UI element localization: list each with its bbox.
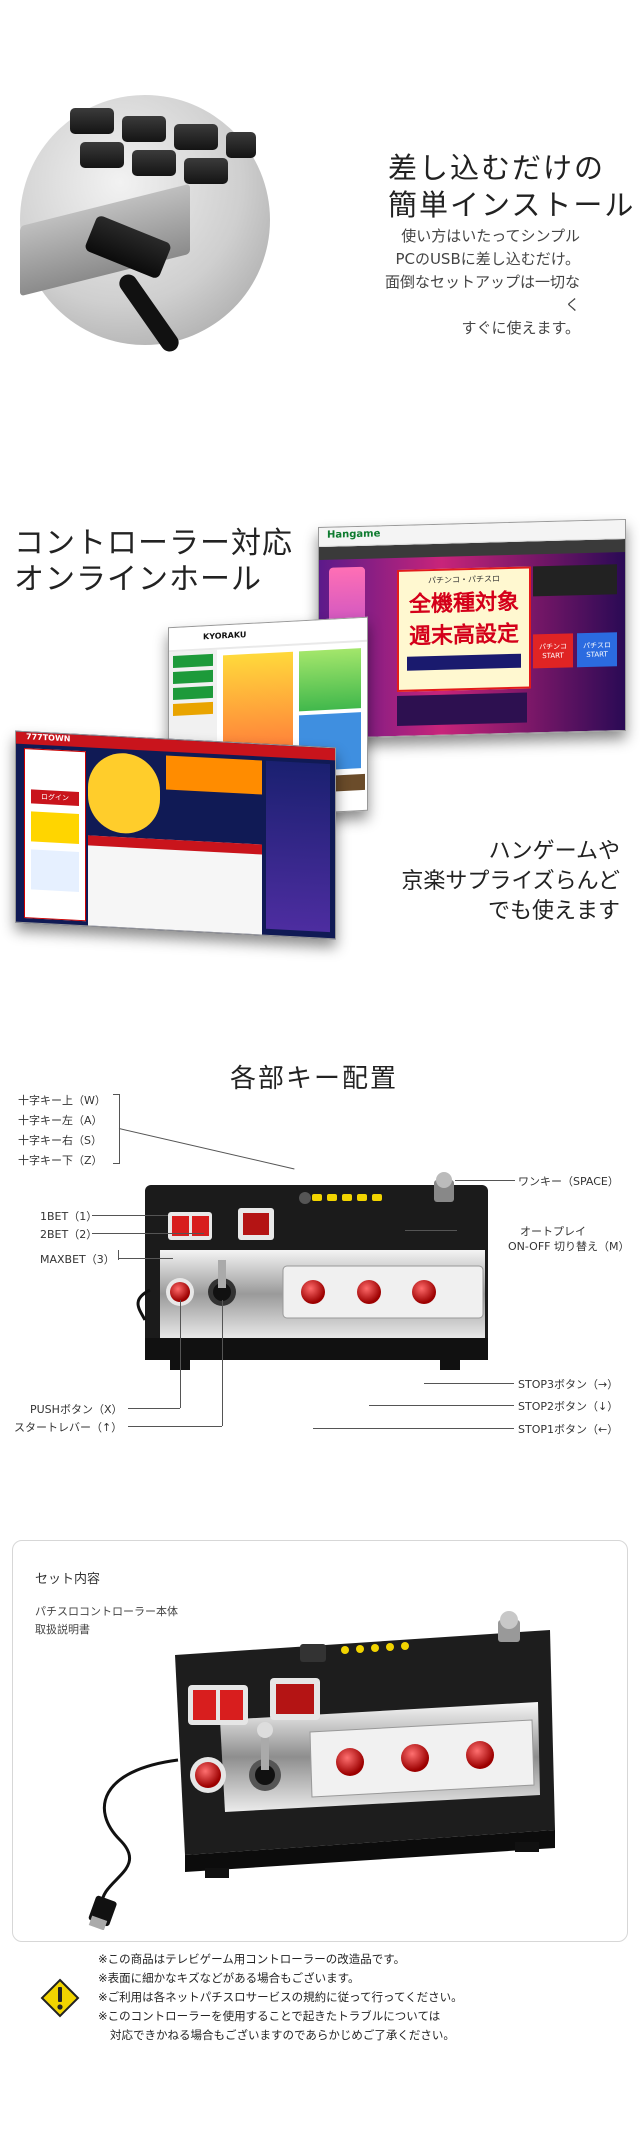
- leader-line: [128, 1426, 222, 1427]
- 777town-header: 777TOWN: [26, 732, 71, 744]
- wankey-label: ワンキー（SPACE）: [518, 1175, 619, 1188]
- install-title-line1: 差し込むだけの: [388, 151, 606, 185]
- keys-title: 各部キー配置: [230, 1064, 399, 1094]
- install-title: 差し込むだけの 簡単インストール: [388, 150, 635, 224]
- kyoraku-logo: KYORAKU: [203, 630, 247, 642]
- online-sub: ハンゲームや 京楽サプライズらんど でも使えます: [380, 837, 620, 927]
- leader-line: [118, 1258, 173, 1259]
- pachislot-start-label: パチスロ START: [583, 641, 611, 660]
- controller-photo: [88, 1611, 555, 1930]
- leader-line: [369, 1405, 514, 1406]
- keyboard-keys: [60, 108, 260, 188]
- cross-key-right-label: 十字キー右（S）: [18, 1134, 102, 1147]
- install-body-line: PCのUSBに差し込むだけ。: [395, 250, 580, 268]
- install-body-line: すぐに使えます。: [461, 319, 580, 337]
- install-body: 使い方はいたってシンプル PCのUSBに差し込むだけ。 面倒なセットアップは一切…: [380, 225, 580, 340]
- install-title-line2: 簡単インストール: [388, 188, 636, 222]
- leader-line: [118, 1250, 119, 1260]
- install-body-line: 面倒なセットアップは一切なく: [384, 273, 580, 314]
- warning-icon: [40, 1978, 80, 2018]
- online-title-line2: オンラインホール: [14, 562, 262, 597]
- leader-line: [128, 1408, 180, 1409]
- leader-line: [405, 1230, 457, 1231]
- note-line: ※ご利用は各ネットパチスロサービスの規約に従って行ってください。: [98, 1990, 463, 2004]
- online-sub-line: でも使えます: [487, 899, 620, 924]
- cross-key-left-label: 十字キー左（A）: [18, 1114, 103, 1127]
- stop2-label: STOP2ボタン（↓）: [518, 1400, 619, 1413]
- note-line: ※表面に細かなキズなどがある場合もございます。: [98, 1971, 360, 1985]
- set-contents-item: 取扱説明書: [35, 1623, 90, 1636]
- note-line: ※この商品はテレビゲーム用コントローラーの改造品です。: [98, 1952, 406, 1966]
- leader-line: [92, 1215, 168, 1216]
- autoplay-toggle-label: ON-OFF 切り替え（M）: [508, 1240, 630, 1253]
- hangame-banner-headline: 全機種対象: [408, 589, 519, 618]
- online-sub-line: ハンゲームや: [488, 839, 620, 864]
- leader-line: [180, 1300, 181, 1408]
- start-lever-label: スタートレバー（↑）: [14, 1421, 123, 1434]
- login-label: ログイン: [41, 792, 69, 803]
- login-button[interactable]: ログイン: [31, 789, 79, 806]
- online-title-line1: コントローラー対応: [14, 526, 293, 561]
- 777town-screenshot: 777TOWN ログイン: [15, 730, 336, 940]
- install-body-line: 使い方はいたってシンプル: [401, 227, 580, 245]
- controller-diagram: [136, 1172, 488, 1370]
- autoplay-label: オートプレイ: [520, 1225, 586, 1238]
- 1bet-label: 1BET（1）: [40, 1210, 98, 1223]
- stop3-label: STOP3ボタン（→）: [518, 1378, 619, 1391]
- 2bet-label: 2BET（2）: [40, 1228, 98, 1241]
- hangame-logo: Hangame: [327, 528, 381, 541]
- stop1-label: STOP1ボタン（←）: [518, 1423, 619, 1436]
- pachinko-start-label: パチンコ START: [539, 642, 567, 661]
- leader-line: [313, 1428, 514, 1429]
- note-line: ※このコントローラーを使用することで起きたトラブルについては: [98, 2009, 441, 2023]
- pachislot-start-button[interactable]: パチスロ START: [577, 632, 617, 668]
- leader-line: [92, 1233, 204, 1234]
- leader-line: [424, 1383, 514, 1384]
- pachinko-start-button[interactable]: パチンコ START: [533, 633, 573, 669]
- cross-key-down-label: 十字キー下（Z）: [18, 1154, 103, 1167]
- online-title: コントローラー対応 オンラインホール: [14, 526, 293, 598]
- leader-line: [455, 1180, 515, 1181]
- set-contents-item: パチスロコントローラー本体: [35, 1605, 178, 1618]
- hangame-banner-headline: 週末高設定: [408, 621, 519, 650]
- leader-line: [222, 1300, 223, 1426]
- maxbet-label: MAXBET（3）: [40, 1253, 115, 1266]
- online-sub-line: 京楽サプライズらんど: [401, 869, 620, 894]
- note-line: 対応できかねる場合もございますのであらかじめご了承ください。: [110, 2028, 455, 2042]
- set-contents-heading: セット内容: [35, 1572, 101, 1587]
- push-button-label: PUSHボタン（X）: [30, 1403, 123, 1416]
- cross-key-up-label: 十字キー上（W）: [18, 1094, 106, 1107]
